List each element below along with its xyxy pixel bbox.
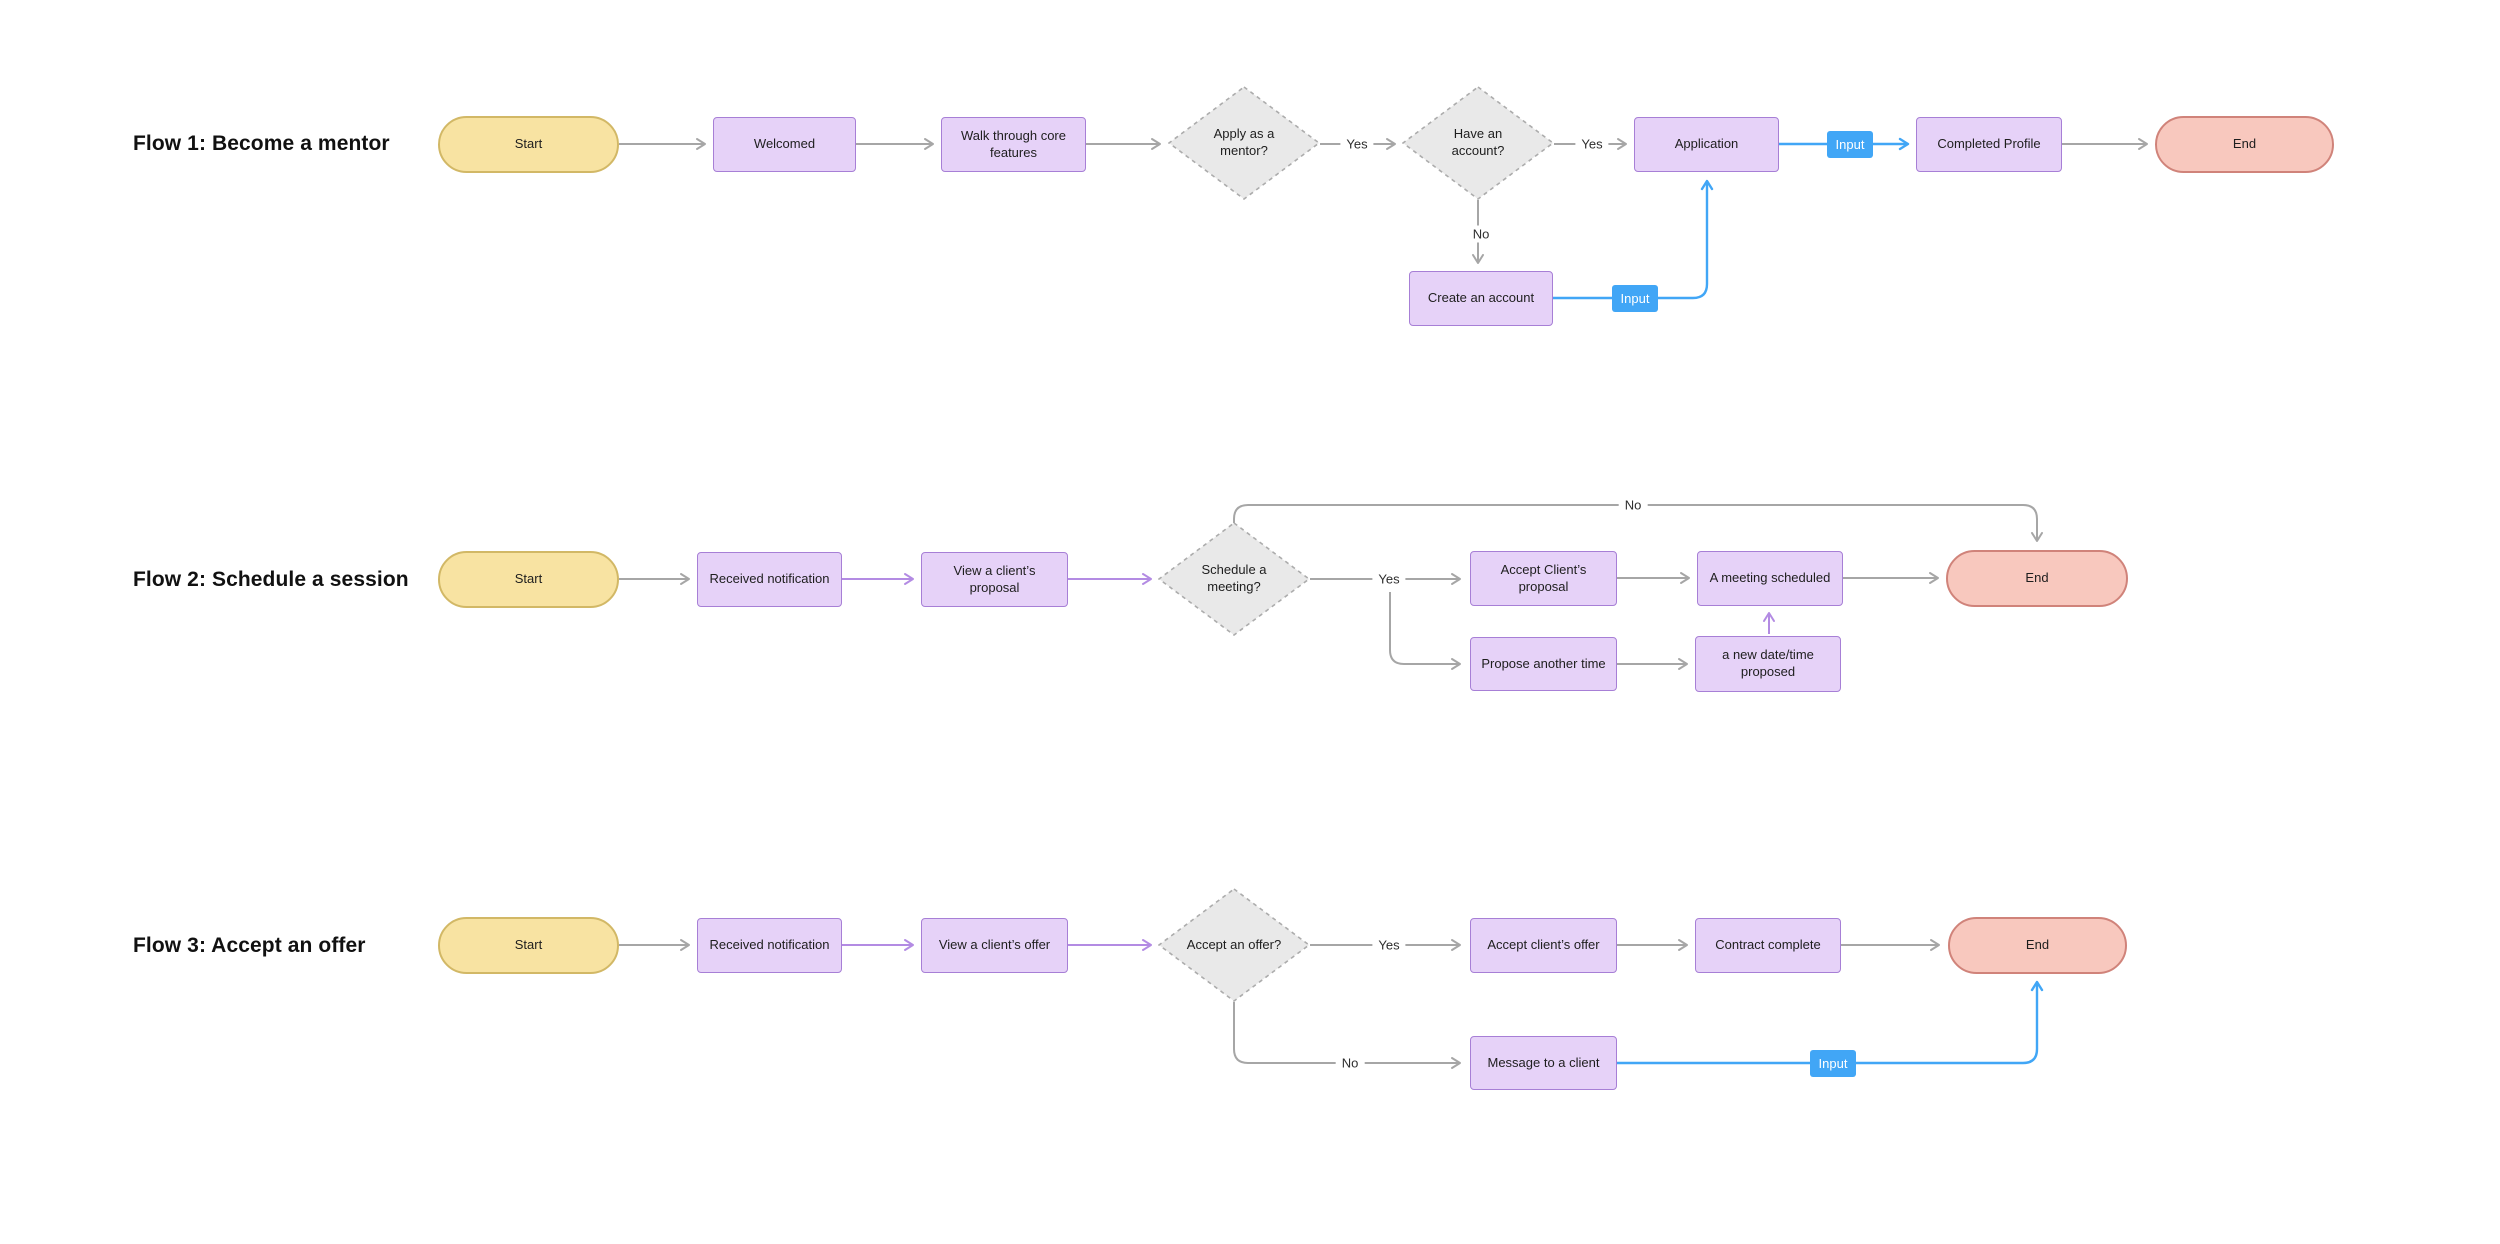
f2-start-label: Start [514, 571, 543, 587]
f2-edge-yes-propose[interactable] [1389, 592, 1461, 670]
f3-accept-label: Accept an offer? [1186, 936, 1282, 952]
f3-no-edge-label: No [1335, 1054, 1365, 1072]
f2-propose-time-box[interactable]: Propose another time [1470, 637, 1617, 691]
diamond-shape [1158, 522, 1310, 636]
f2-new-datetime-box[interactable]: a new date/time proposed [1695, 636, 1841, 692]
f1-create-account-label: Create an account [1427, 290, 1535, 306]
f2-meeting-scheduled-label: A meeting scheduled [1709, 570, 1831, 586]
f2-accept-proposal-box[interactable]: Accept Client’s proposal [1470, 551, 1617, 606]
f2-view-proposal-label: View a client’s proposal [953, 562, 1036, 595]
f1-account-decision[interactable]: Have an account? [1402, 86, 1554, 200]
f3-edge-message-end-input[interactable] [1617, 980, 2044, 1065]
f1-no-edge-label: No [1466, 225, 1496, 243]
f1-welcomed-box[interactable]: Welcomed [713, 117, 856, 172]
f3-start-label: Start [514, 937, 543, 953]
f1-application-label: Application [1674, 136, 1739, 152]
f3-message-client-label: Message to a client [1487, 1054, 1600, 1070]
f3-received-box[interactable]: Received notification [697, 918, 842, 973]
f1-start-label: Start [514, 136, 543, 152]
f1-end-pill[interactable]: End [2155, 116, 2334, 173]
f2-propose-time-label: Propose another time [1481, 655, 1606, 671]
f3-accept-decision[interactable]: Accept an offer? [1158, 888, 1310, 1002]
f2-end-pill[interactable]: End [1946, 550, 2128, 607]
diamond-shape [1158, 888, 1310, 1002]
f1-input-badge-create[interactable]: Input [1612, 285, 1658, 312]
f1-application-box[interactable]: Application [1634, 117, 1779, 172]
f3-end-label: End [2025, 937, 2050, 953]
f3-received-label: Received notification [709, 937, 830, 953]
f3-start-pill[interactable]: Start [438, 917, 619, 974]
f2-new-datetime-label: a new date/time proposed [1722, 647, 1814, 679]
f3-accept-offer-label: Accept client’s offer [1487, 937, 1600, 953]
f3-accept-offer-box[interactable]: Accept client’s offer [1470, 918, 1617, 973]
f1-completed-profile-box[interactable]: Completed Profile [1916, 117, 2062, 172]
f3-end-pill[interactable]: End [1948, 917, 2127, 974]
f3-edge-no-message[interactable] [1233, 1002, 1461, 1069]
f1-account-label: Have an account? [1451, 126, 1505, 158]
f1-apply-label: Apply as a mentor? [1213, 126, 1275, 158]
f1-yes2-edge-label: Yes [1575, 135, 1609, 153]
f2-no-edge-label: No [1618, 496, 1648, 514]
f2-accept-proposal-label: Accept Client’s proposal [1500, 561, 1587, 594]
f2-start-pill[interactable]: Start [438, 551, 619, 608]
f1-input-badge-profile[interactable]: Input [1827, 131, 1873, 158]
f1-edge-create-application-input[interactable] [1553, 179, 1714, 300]
f2-received-box[interactable]: Received notification [697, 552, 842, 607]
f1-apply-decision[interactable]: Apply as a mentor? [1168, 86, 1320, 200]
f3-view-offer-label: View a client’s offer [938, 937, 1051, 953]
flow3-title[interactable]: Flow 3: Accept an offer [133, 934, 366, 957]
f2-schedule-label: Schedule a meeting? [1201, 562, 1267, 594]
f1-walkthrough-box[interactable]: Walk through core features [941, 117, 1086, 172]
f3-input-badge[interactable]: Input [1810, 1050, 1856, 1077]
flow1-title[interactable]: Flow 1: Become a mentor [133, 132, 390, 155]
diamond-shape [1168, 86, 1320, 200]
f2-meeting-scheduled-box[interactable]: A meeting scheduled [1697, 551, 1843, 606]
f2-end-label: End [2025, 570, 2049, 586]
f1-walkthrough-label: Walk through core features [960, 127, 1066, 160]
f1-welcomed-label: Welcomed [753, 136, 816, 152]
f2-yes-edge-label: Yes [1372, 570, 1406, 588]
f1-yes1-edge-label: Yes [1340, 135, 1374, 153]
f1-completed-profile-label: Completed Profile [1937, 136, 2041, 152]
f1-create-account-box[interactable]: Create an account [1409, 271, 1553, 326]
f3-view-offer-box[interactable]: View a client’s offer [921, 918, 1068, 973]
f2-received-label: Received notification [709, 571, 830, 587]
f3-contract-label: Contract complete [1715, 937, 1821, 953]
f1-end-label: End [2232, 136, 2257, 152]
f3-contract-box[interactable]: Contract complete [1695, 918, 1841, 973]
diamond-shape [1402, 86, 1554, 200]
f3-yes-edge-label: Yes [1372, 936, 1406, 954]
flow2-title[interactable]: Flow 2: Schedule a session [133, 568, 409, 591]
f3-message-client-box[interactable]: Message to a client [1470, 1036, 1617, 1090]
f2-schedule-decision[interactable]: Schedule a meeting? [1158, 522, 1310, 636]
f2-view-proposal-box[interactable]: View a client’s proposal [921, 552, 1068, 607]
f1-start-pill[interactable]: Start [438, 116, 619, 173]
